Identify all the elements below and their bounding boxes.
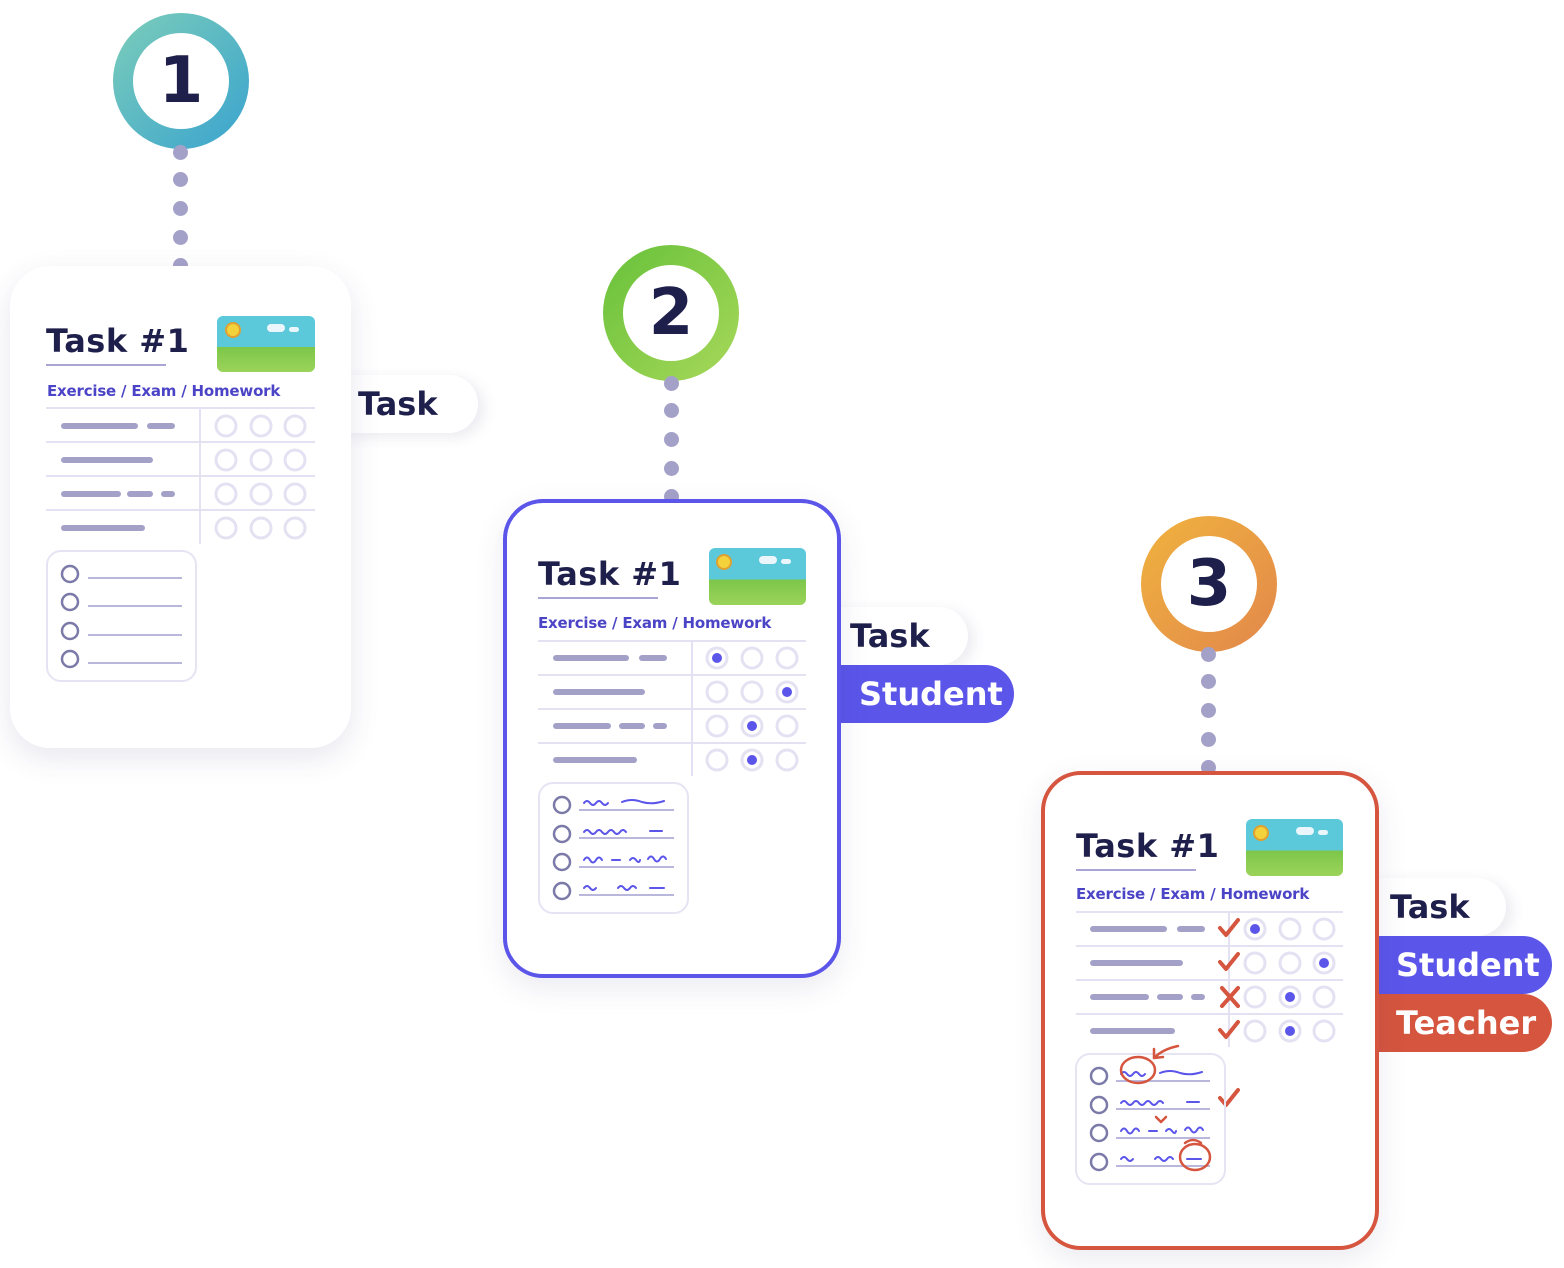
label-student-3: Student [1372, 936, 1552, 994]
card-1-subtitle: Exercise / Exam / Homework [47, 382, 281, 400]
label-task-2: Task [832, 607, 968, 665]
label-teacher-3: Teacher [1372, 994, 1552, 1052]
card-1-title: Task #1 [46, 322, 190, 360]
card-2-image-icon [709, 548, 806, 605]
card-3-subtitle: Exercise / Exam / Homework [1076, 885, 1310, 903]
step-3-number: 3 [1161, 536, 1257, 632]
label-task-3: Task [1372, 878, 1506, 936]
card-3-image-icon [1246, 819, 1343, 876]
card-2-title-underline [538, 597, 658, 599]
step-1-number: 1 [133, 33, 229, 129]
card-1-image-icon [217, 316, 315, 372]
label-task-1: Task [340, 375, 478, 433]
card-1-title-underline [46, 364, 166, 366]
step-1-badge: 1 [113, 13, 249, 149]
label-student-2: Student [832, 665, 1014, 723]
card-3-title: Task #1 [1076, 827, 1220, 865]
step-2-number: 2 [623, 265, 719, 361]
step-3-badge: 3 [1141, 516, 1277, 652]
card-2-title: Task #1 [538, 555, 682, 593]
step-2-badge: 2 [603, 245, 739, 381]
card-3-title-underline [1076, 869, 1196, 871]
card-2-subtitle: Exercise / Exam / Homework [538, 614, 772, 632]
